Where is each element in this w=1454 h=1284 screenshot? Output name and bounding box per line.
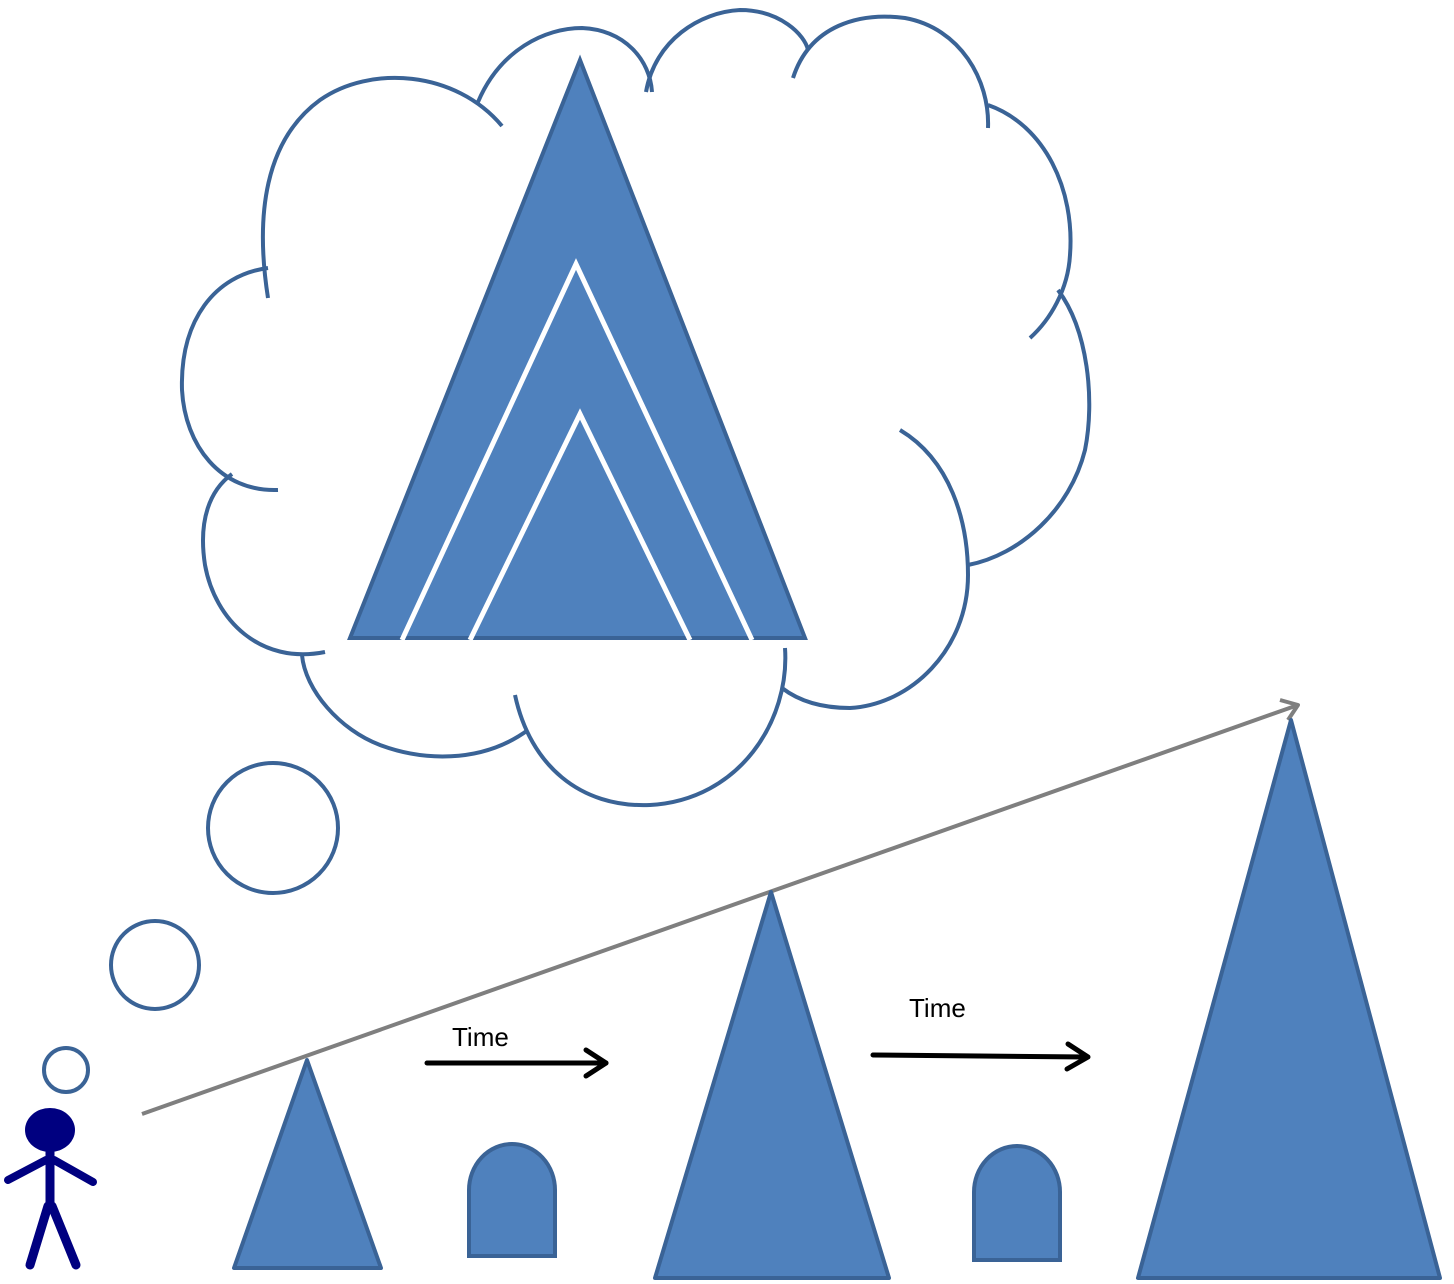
- middle-triangle-line: [399, 258, 755, 642]
- triangle-medium: [653, 890, 891, 1280]
- thought-bubble-large: [206, 761, 340, 895]
- cloud-nested-triangles: [347, 54, 808, 642]
- growth-triangles: [232, 718, 1442, 1280]
- time-arrows: [424, 1041, 1091, 1079]
- thought-bubble-medium: [109, 919, 201, 1011]
- time-arrow-2: [870, 1041, 1091, 1072]
- outer-triangle: [347, 54, 808, 640]
- person-head: [25, 1108, 75, 1152]
- person-leg-right: [47, 1201, 81, 1270]
- arches: [467, 1142, 1062, 1262]
- person-leg-left: [25, 1201, 53, 1270]
- thought-bubble-small: [42, 1046, 90, 1094]
- arch-1: [467, 1142, 557, 1258]
- triangle-small: [232, 1058, 383, 1270]
- person-arm-left: [4, 1156, 50, 1184]
- time-label-2: Time: [909, 993, 966, 1023]
- inner-triangle-line: [467, 408, 693, 642]
- thought-bubbles: [42, 761, 340, 1094]
- thought-cloud: [179, 7, 1092, 808]
- growth-trend-arrow: [141, 698, 1300, 1116]
- time-label-1: Time: [452, 1022, 509, 1052]
- person-arm-right: [50, 1156, 97, 1186]
- person-figure: [4, 1108, 97, 1270]
- time-arrow-1: [424, 1047, 609, 1079]
- triangle-large: [1136, 718, 1442, 1280]
- arch-2: [972, 1144, 1062, 1262]
